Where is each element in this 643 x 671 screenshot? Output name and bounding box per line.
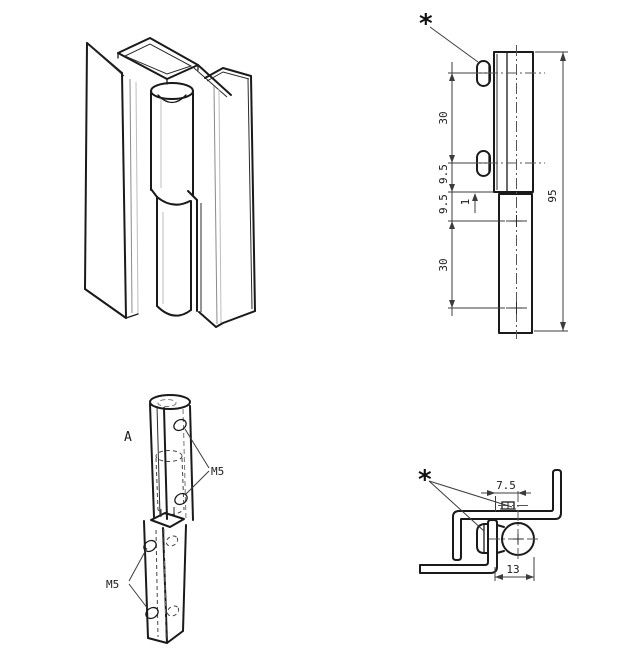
thread-callout-lower: M5 [106, 547, 149, 610]
thread-upper-text: M5 [211, 465, 224, 478]
thread-lower-text: M5 [106, 578, 119, 591]
asterisk-symbol: * [419, 9, 433, 39]
center-mark-upper [506, 215, 527, 227]
screw-head-bottom [468, 150, 545, 177]
dim-pin-center-offset-text: 7.5 [496, 479, 516, 492]
screw-above-plate [498, 501, 529, 510]
dimension-chain: 30 9.5 9.5 30 1 [437, 62, 505, 316]
detail-view-label: A [124, 430, 132, 445]
dimension-pin-edge-offset: 13 [494, 557, 535, 581]
marker-asterisk-plan-view: * [418, 465, 513, 532]
dim-pin-edge-offset-text: 13 [506, 563, 519, 576]
detail-isometric-view: A M5 M5 [106, 394, 224, 644]
isometric-assembled-view [84, 37, 256, 328]
marker-asterisk-side-view: * [419, 9, 479, 63]
dimension-pin-center-offset: 7.5 [481, 479, 531, 512]
dim-hole-spacing-bottom-text: 30 [437, 258, 450, 271]
screw-head-plan [476, 523, 489, 554]
side-elevation-view: 95 30 9.5 9.5 30 1 * [419, 9, 568, 339]
screw-head-top [468, 60, 545, 87]
dim-offset-upper-text: 9.5 [437, 164, 450, 184]
dim-hole-spacing-top-text: 30 [437, 111, 450, 124]
asterisk-symbol: * [418, 465, 432, 495]
dimension-total-height: 95 [534, 51, 568, 332]
dim-leaf-gap-text: 1 [459, 199, 472, 206]
center-mark-lower [506, 302, 527, 314]
plan-view: 7.5 13 * [418, 465, 562, 581]
hinge-pin-plan [489, 491, 541, 561]
dim-total-height-text: 95 [546, 189, 559, 202]
dim-offset-lower-text: 9.5 [437, 194, 450, 214]
thread-callout-upper: M5 [184, 428, 224, 495]
